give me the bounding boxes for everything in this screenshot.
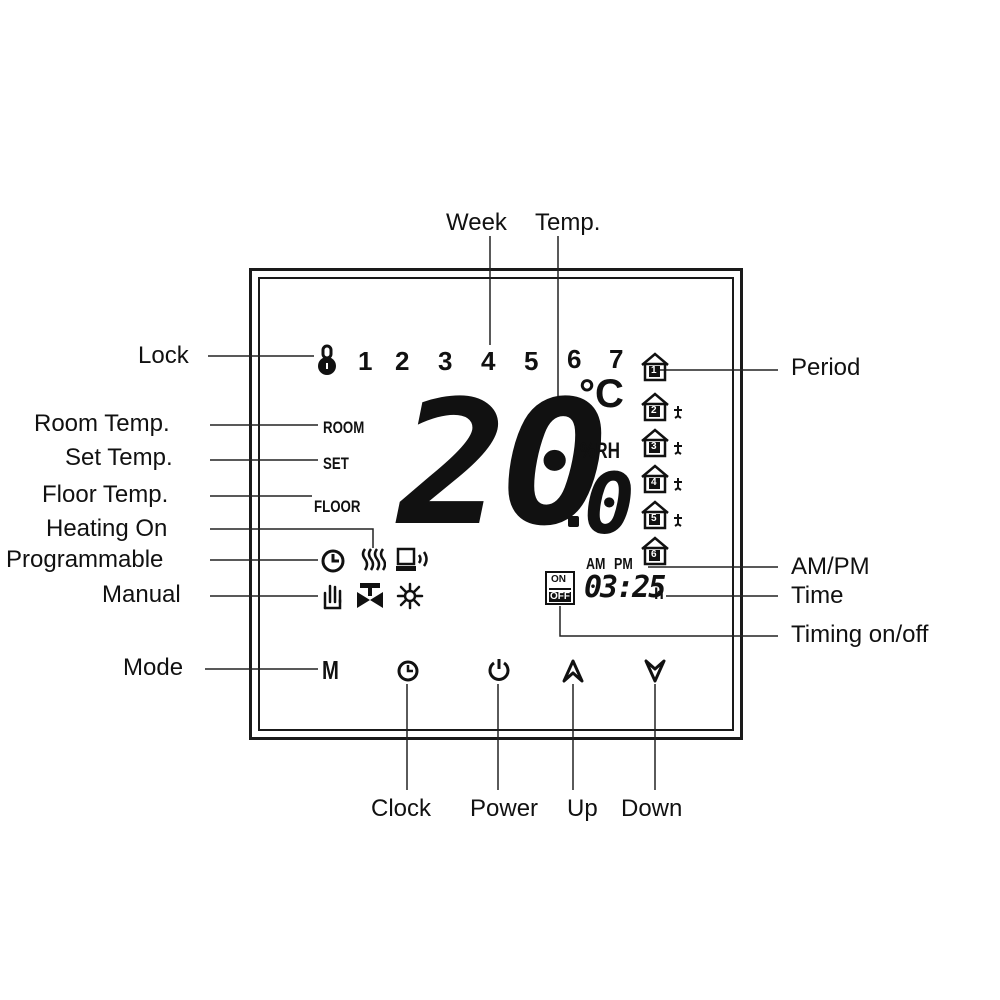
temperature-decimal-digit: 0	[584, 455, 635, 553]
thermostat-panel-outer	[249, 268, 743, 740]
day-2: 2	[395, 346, 410, 376]
timing-leader	[559, 606, 778, 637]
period-number: 3	[651, 441, 657, 452]
label-lock: Lock	[138, 342, 189, 369]
time-display: 03:25	[584, 570, 666, 605]
period-3-icon: 3	[640, 428, 686, 458]
period-number: 4	[651, 477, 657, 488]
period-2-icon: 2	[640, 392, 686, 422]
label-heating-on: Heating On	[46, 515, 168, 542]
label-week: Week	[446, 209, 507, 236]
label-temp: Temp.	[535, 209, 601, 236]
label-clock: Clock	[371, 795, 432, 822]
timing-off-label: OFF	[549, 591, 571, 602]
mode-button[interactable]: M	[322, 655, 339, 685]
day-6: 6	[567, 344, 582, 374]
day-1: 1	[358, 346, 373, 376]
day-4: 4	[481, 346, 496, 376]
hand-icon	[323, 584, 342, 610]
label-time: Time	[791, 582, 844, 609]
celsius-unit: °C	[579, 372, 624, 416]
period-number: 1	[651, 365, 657, 376]
period-6-icon: 6	[640, 536, 686, 566]
day-5: 5	[524, 346, 539, 376]
period-4-icon: 4	[640, 464, 686, 494]
label-manual: Manual	[102, 581, 181, 608]
down-button[interactable]	[640, 656, 670, 686]
label-room-temp: Room Temp.	[34, 410, 170, 437]
day-3: 3	[438, 346, 453, 376]
sun-icon	[396, 582, 424, 610]
label-programmable: Programmable	[6, 546, 164, 573]
valve-icon	[357, 583, 383, 608]
period-number: 6	[651, 549, 657, 560]
heating-icon	[361, 548, 386, 571]
label-period: Period	[791, 354, 861, 381]
am-indicator: AM	[586, 556, 606, 573]
label-down: Down	[621, 795, 683, 822]
lock-icon	[318, 344, 336, 375]
label-power: Power	[470, 795, 539, 822]
humidity-unit: %RH	[580, 438, 621, 463]
timing-on-label: ON	[551, 574, 566, 585]
day-7: 7	[609, 344, 624, 374]
label-floor-temp: Floor Temp.	[42, 481, 169, 508]
timing-divider	[549, 588, 571, 590]
floor-indicator: FLOOR	[314, 497, 361, 516]
period-5-icon: 5	[640, 500, 686, 530]
set-indicator: SET	[323, 454, 349, 473]
timing-onoff-box: ON OFF	[545, 571, 575, 605]
label-set-temp: Set Temp.	[65, 444, 173, 471]
decimal-point	[568, 516, 579, 527]
period-1-icon: 1	[640, 352, 686, 382]
period-number: 2	[651, 405, 657, 416]
label-timing: Timing on/off	[791, 621, 929, 648]
pm-indicator: PM	[614, 556, 633, 573]
period-number: 5	[651, 513, 657, 524]
up-button[interactable]	[558, 656, 588, 686]
heating-leader	[210, 528, 374, 548]
label-mode: Mode	[123, 654, 184, 681]
time-suffix: h	[654, 586, 664, 603]
label-ampm: AM/PM	[791, 553, 870, 580]
thermostat-panel-inner	[258, 277, 734, 731]
remote-icon	[396, 547, 428, 571]
label-up: Up	[567, 795, 598, 822]
power-button[interactable]	[484, 655, 514, 685]
room-indicator: ROOM	[323, 418, 365, 437]
clock-button[interactable]	[393, 656, 423, 686]
clock-icon	[321, 549, 345, 573]
